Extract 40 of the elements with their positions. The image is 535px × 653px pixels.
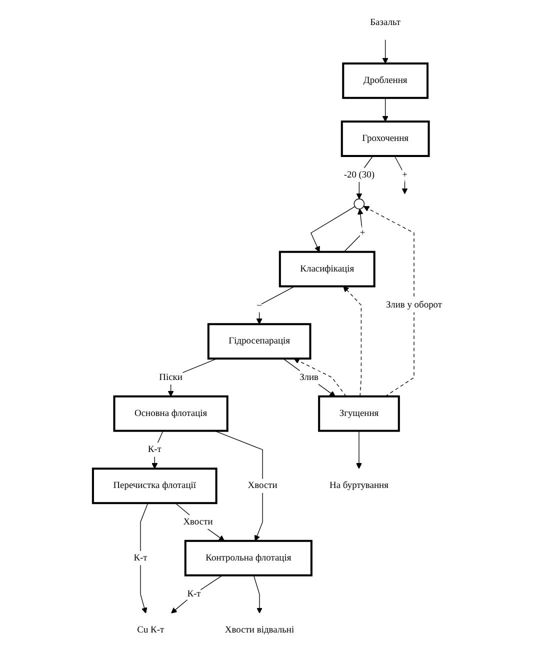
edge-label: Хвости [248,480,278,491]
node-box: Класифікація [278,250,376,288]
node-box: Основна флотація [113,395,228,432]
edge-label: К-т [148,444,162,455]
arrow [256,286,296,324]
edge-label: – [256,300,262,310]
arrow [382,40,388,64]
arrow [174,502,225,542]
edge-label: Піски [159,372,182,383]
arrow [253,575,262,614]
arrow [344,208,364,252]
node-circle [354,198,365,210]
edge-label: Злив у оборот [386,300,442,310]
edge-label: К-т [187,589,201,600]
arrow [363,206,414,397]
arrow [294,358,346,397]
node-text: Базальт [370,18,401,28]
edge-label: К-т [134,553,148,564]
node-text: На буртування [330,480,388,491]
node-text: Хвости відвальні [224,625,294,636]
node-text: Cu К-т [137,625,164,636]
node-box: Перечистка флотації [92,468,218,504]
edge-label: Хвости [183,516,213,528]
arrow [343,286,362,397]
arrow [171,575,223,614]
edge-label: + [360,228,366,238]
node-box: Контрольна флотація [184,540,312,576]
arrow [282,358,336,397]
node-box: Дроблення [342,62,429,99]
edge-label: Злив [300,372,319,383]
node-box: Грохочення [340,120,430,157]
edge-label: + [402,170,408,180]
node-box: Гідросепарація [207,323,312,360]
arrow [382,98,388,122]
edge-label: -20 (30) [344,170,375,180]
arrow [310,206,356,252]
arrow [152,430,164,469]
node-box: Згущення [318,395,400,432]
arrow [140,502,148,614]
arrow [356,430,362,469]
